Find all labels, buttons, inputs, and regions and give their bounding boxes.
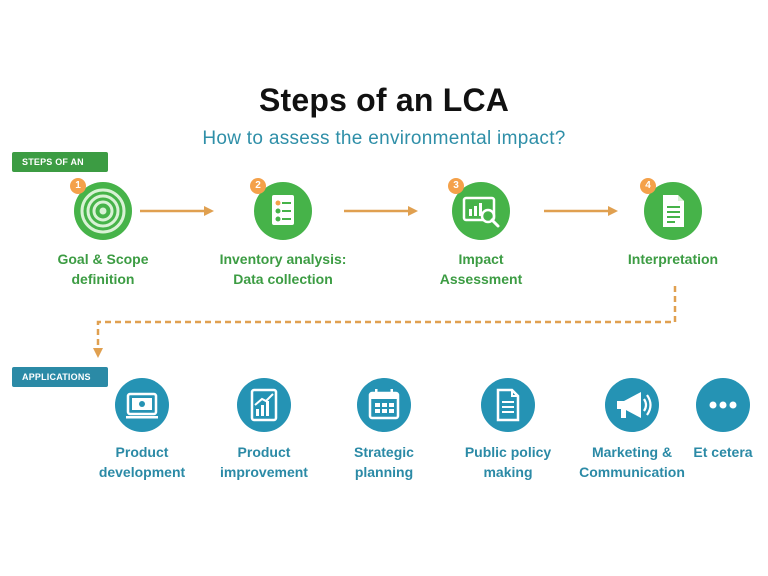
megaphone-icon (617, 392, 652, 418)
step-circle: 1 (70, 178, 132, 240)
app-et-cetera: Et cetera (665, 378, 768, 462)
app-public-policy-making: Public policy making (443, 378, 573, 482)
step-number-badge: 3 (448, 178, 464, 194)
app-circle (696, 378, 750, 432)
step-impact-assessment: 3 Impact Assessment (406, 178, 556, 289)
growth-chart-icon (250, 388, 278, 422)
step-inventory-analysis: 2 Inventory analysis: Data collection (208, 178, 358, 289)
magnifier-chart-icon (462, 196, 500, 228)
product-box-icon (126, 392, 158, 419)
arrow-right-icon (544, 206, 618, 216)
document-icon (663, 195, 684, 227)
step-goal-scope: 1 Goal & Scope definition (28, 178, 178, 289)
arrow-right-icon (140, 206, 214, 216)
app-label: Strategic planning (354, 444, 414, 480)
app-product-improvement: Product improvement (199, 378, 329, 482)
app-label: Marketing & Communication (579, 444, 685, 480)
calendar-icon (368, 389, 400, 420)
steps-tag: STEPS OF AN LCA (12, 152, 108, 187)
step-label: Interpretation (627, 251, 719, 267)
app-circle (237, 378, 291, 432)
app-label: Et cetera (693, 444, 753, 460)
app-label: Public policy making (464, 444, 552, 480)
app-label: Product improvement (220, 444, 308, 480)
page-title: Steps of an LCA (258, 82, 510, 118)
target-icon (80, 188, 126, 234)
document-icon (496, 388, 520, 422)
app-circle (115, 378, 169, 432)
step-number-badge: 1 (70, 178, 86, 194)
step-interpretation: 4 Interpretation (598, 178, 748, 269)
checklist-icon (272, 195, 294, 225)
step-number-badge: 4 (640, 178, 656, 194)
page-subtitle: How to assess the environmental impact? (202, 128, 566, 149)
app-circle (357, 378, 411, 432)
app-label: Product development (98, 444, 186, 480)
step-label: Impact Assessment (439, 251, 523, 287)
app-circle (481, 378, 535, 432)
step-circle: 2 (250, 178, 312, 240)
step-circle: 3 (448, 178, 510, 240)
ellipsis-icon (709, 401, 737, 409)
app-product-development: Product development (77, 378, 207, 482)
step-label: Goal & Scope definition (57, 251, 149, 287)
arrow-right-icon (344, 206, 418, 216)
applications-tag: APPLICATIONS (12, 367, 108, 387)
step-number-badge: 2 (250, 178, 266, 194)
app-marketing-communication: Marketing & Communication (567, 378, 697, 482)
app-circle (605, 378, 659, 432)
app-strategic-planning: Strategic planning (319, 378, 449, 482)
step-circle: 4 (640, 178, 702, 240)
step-label: Inventory analysis: Data collection (219, 251, 347, 287)
dashed-connector-arrow (93, 286, 677, 358)
